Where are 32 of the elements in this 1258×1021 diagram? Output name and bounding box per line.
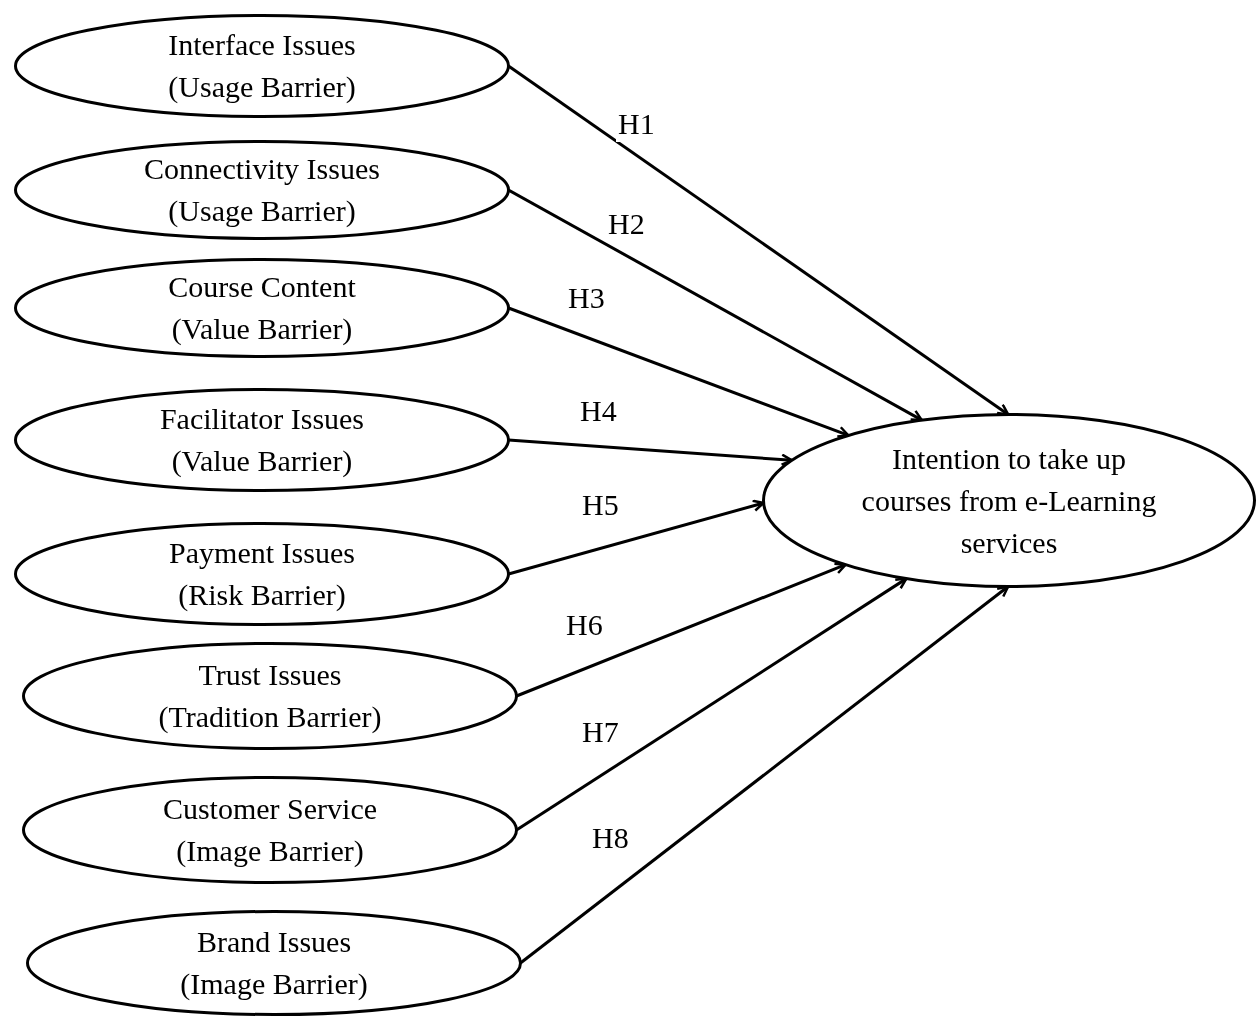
node-label: (Tradition Barrier) [158,699,382,735]
node-label: Payment Issues [169,535,355,571]
arrow [515,562,847,698]
ellipse-node [762,413,1256,588]
node-label: (Usage Barrier) [168,193,356,229]
ellipse-node [14,140,510,240]
node-label: Connectivity Issues [144,151,380,187]
ellipse-node [14,258,510,358]
ellipse-node [14,14,510,118]
node-label: (Value Barrier) [171,443,353,479]
node-label: Interface Issues [168,27,356,63]
node-label: (Value Barrier) [171,311,353,347]
ellipse-node [14,388,510,492]
ellipse-node [22,642,518,750]
node-label: (Image Barrier) [180,966,368,1002]
node-label: Course Content [168,269,356,305]
node-label: Intention to take up courses from e-Learning services [860,440,1158,561]
arrow [508,438,794,466]
node-label: (Risk Barrier) [178,577,346,613]
ellipse-node [26,910,522,1016]
ellipse-node [14,522,510,626]
node-label: (Usage Barrier) [168,69,356,105]
node-label: Brand Issues [196,924,352,960]
node-label: Customer Service [162,791,378,827]
ellipse-node [22,776,518,884]
node-label: Trust Issues [198,657,342,693]
node-label: (Image Barrier) [176,833,364,869]
arrow [507,306,850,438]
node-label: Facilitator Issues [159,401,365,437]
arrow [515,577,908,832]
arrow [508,499,765,576]
arrow [507,188,924,422]
